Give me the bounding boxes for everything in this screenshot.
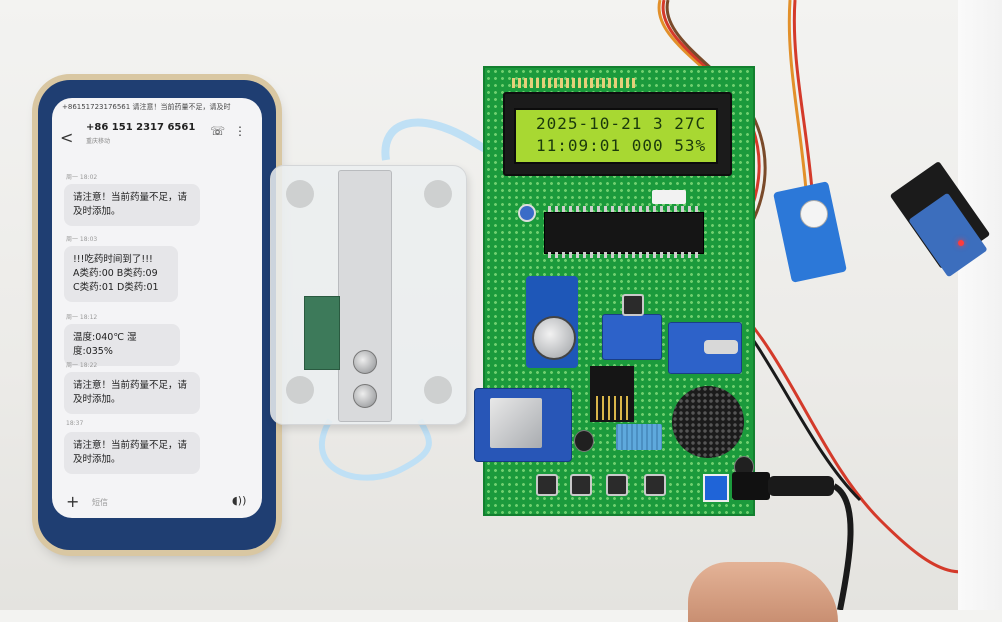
lcd-header-pins [512, 78, 637, 88]
dht11-sensor [616, 424, 662, 450]
sensor-module [602, 314, 662, 360]
message-line: 及时添加。 [73, 454, 121, 465]
dc-cable [832, 483, 854, 610]
microcontroller-chip [544, 212, 704, 254]
message-input[interactable]: 短信 [92, 498, 108, 507]
indicator-led [958, 240, 964, 246]
contrast-potentiometer[interactable] [518, 204, 536, 222]
call-icon[interactable]: ☏ [210, 124, 226, 138]
message-time: 周一 18:12 [66, 314, 98, 321]
capacitor [574, 430, 594, 452]
message-bubble[interactable]: 温度:040℃ 湿度:035% [64, 324, 180, 366]
message-input-bar[interactable]: + 短信 ◖)) [52, 488, 262, 518]
bolt [353, 350, 377, 374]
speaker [672, 386, 744, 458]
dc-plug [768, 476, 834, 496]
plate-foot [286, 376, 314, 404]
dc-jack [732, 472, 770, 500]
smartphone: +86151723176561 请注意！当前药量不足，请及时 < +86 151… [38, 80, 276, 550]
coin-battery [532, 316, 576, 360]
power-switch[interactable] [703, 474, 729, 502]
esp-shield [490, 398, 542, 448]
bolt [353, 384, 377, 408]
ic-pins [548, 252, 700, 258]
servo-lead-orange [787, 0, 808, 191]
push-button-4[interactable] [644, 474, 666, 496]
back-arrow-icon[interactable]: < [60, 128, 74, 147]
background-wall [958, 0, 1002, 610]
servo-lead-red [792, 0, 814, 191]
message-line: !!!吃药时间到了!!! [73, 254, 153, 265]
message-time: 周一 18:02 [66, 174, 98, 181]
plate-foot [424, 180, 452, 208]
message-time: 18:37 [66, 420, 84, 427]
message-bubble[interactable]: 请注意！当前药量不足，请 及时添加。 [64, 184, 200, 226]
ribbon-cable-loop [319, 418, 432, 481]
ic-pins [548, 206, 700, 212]
hx711-module [304, 296, 340, 370]
message-time: 周一 18:22 [66, 362, 98, 369]
message-line: 温度:040℃ 湿度:035% [73, 332, 137, 357]
servo-horn [800, 200, 828, 228]
reset-button[interactable] [622, 294, 644, 316]
message-line: C类药:01 D类药:01 [73, 282, 159, 293]
sms-screen: +86151723176561 请注意！当前药量不足，请及时 < +86 151… [52, 98, 262, 518]
message-line: 请注意！当前药量不足，请 [73, 192, 188, 203]
push-button-3[interactable] [606, 474, 628, 496]
more-icon[interactable]: ⋮ [234, 124, 246, 138]
antenna-trace [596, 396, 628, 420]
lcd-line-2: 11:09:01 000 53% [536, 136, 707, 155]
message-line: 请注意！当前药量不足，请 [73, 440, 188, 451]
lcd-line-1: 2025-10-21 3 27C [536, 114, 707, 133]
ribbon-connector [652, 190, 686, 204]
message-line: 请注意！当前药量不足，请 [73, 380, 188, 391]
lcd-screen: 2025-10-21 3 27C 11:09:01 000 53% [514, 108, 718, 164]
message-bubble[interactable]: 请注意！当前药量不足，请 及时添加。 [64, 432, 200, 474]
usb-c-port [704, 340, 738, 354]
message-line: 及时添加。 [73, 206, 121, 217]
push-button-2[interactable] [570, 474, 592, 496]
message-bubble[interactable]: 请注意！当前药量不足，请 及时添加。 [64, 372, 200, 414]
message-time: 周一 18:03 [66, 236, 98, 243]
push-button-1[interactable] [536, 474, 558, 496]
voice-icon[interactable]: ◖)) [232, 494, 247, 507]
plate-foot [424, 376, 452, 404]
plate-foot [286, 180, 314, 208]
message-line: 及时添加。 [73, 394, 121, 405]
message-bubble[interactable]: !!!吃药时间到了!!! A类药:00 B类药:09 C类药:01 D类药:01 [64, 246, 178, 302]
contact-subtitle: 重庆移动 [86, 138, 111, 145]
status-bar-text: +86151723176561 请注意！当前药量不足，请及时 [62, 103, 231, 111]
plus-icon[interactable]: + [66, 492, 80, 511]
contact-number: +86 151 2317 6561 [86, 122, 196, 133]
message-line: A类药:00 B类药:09 [73, 268, 158, 279]
